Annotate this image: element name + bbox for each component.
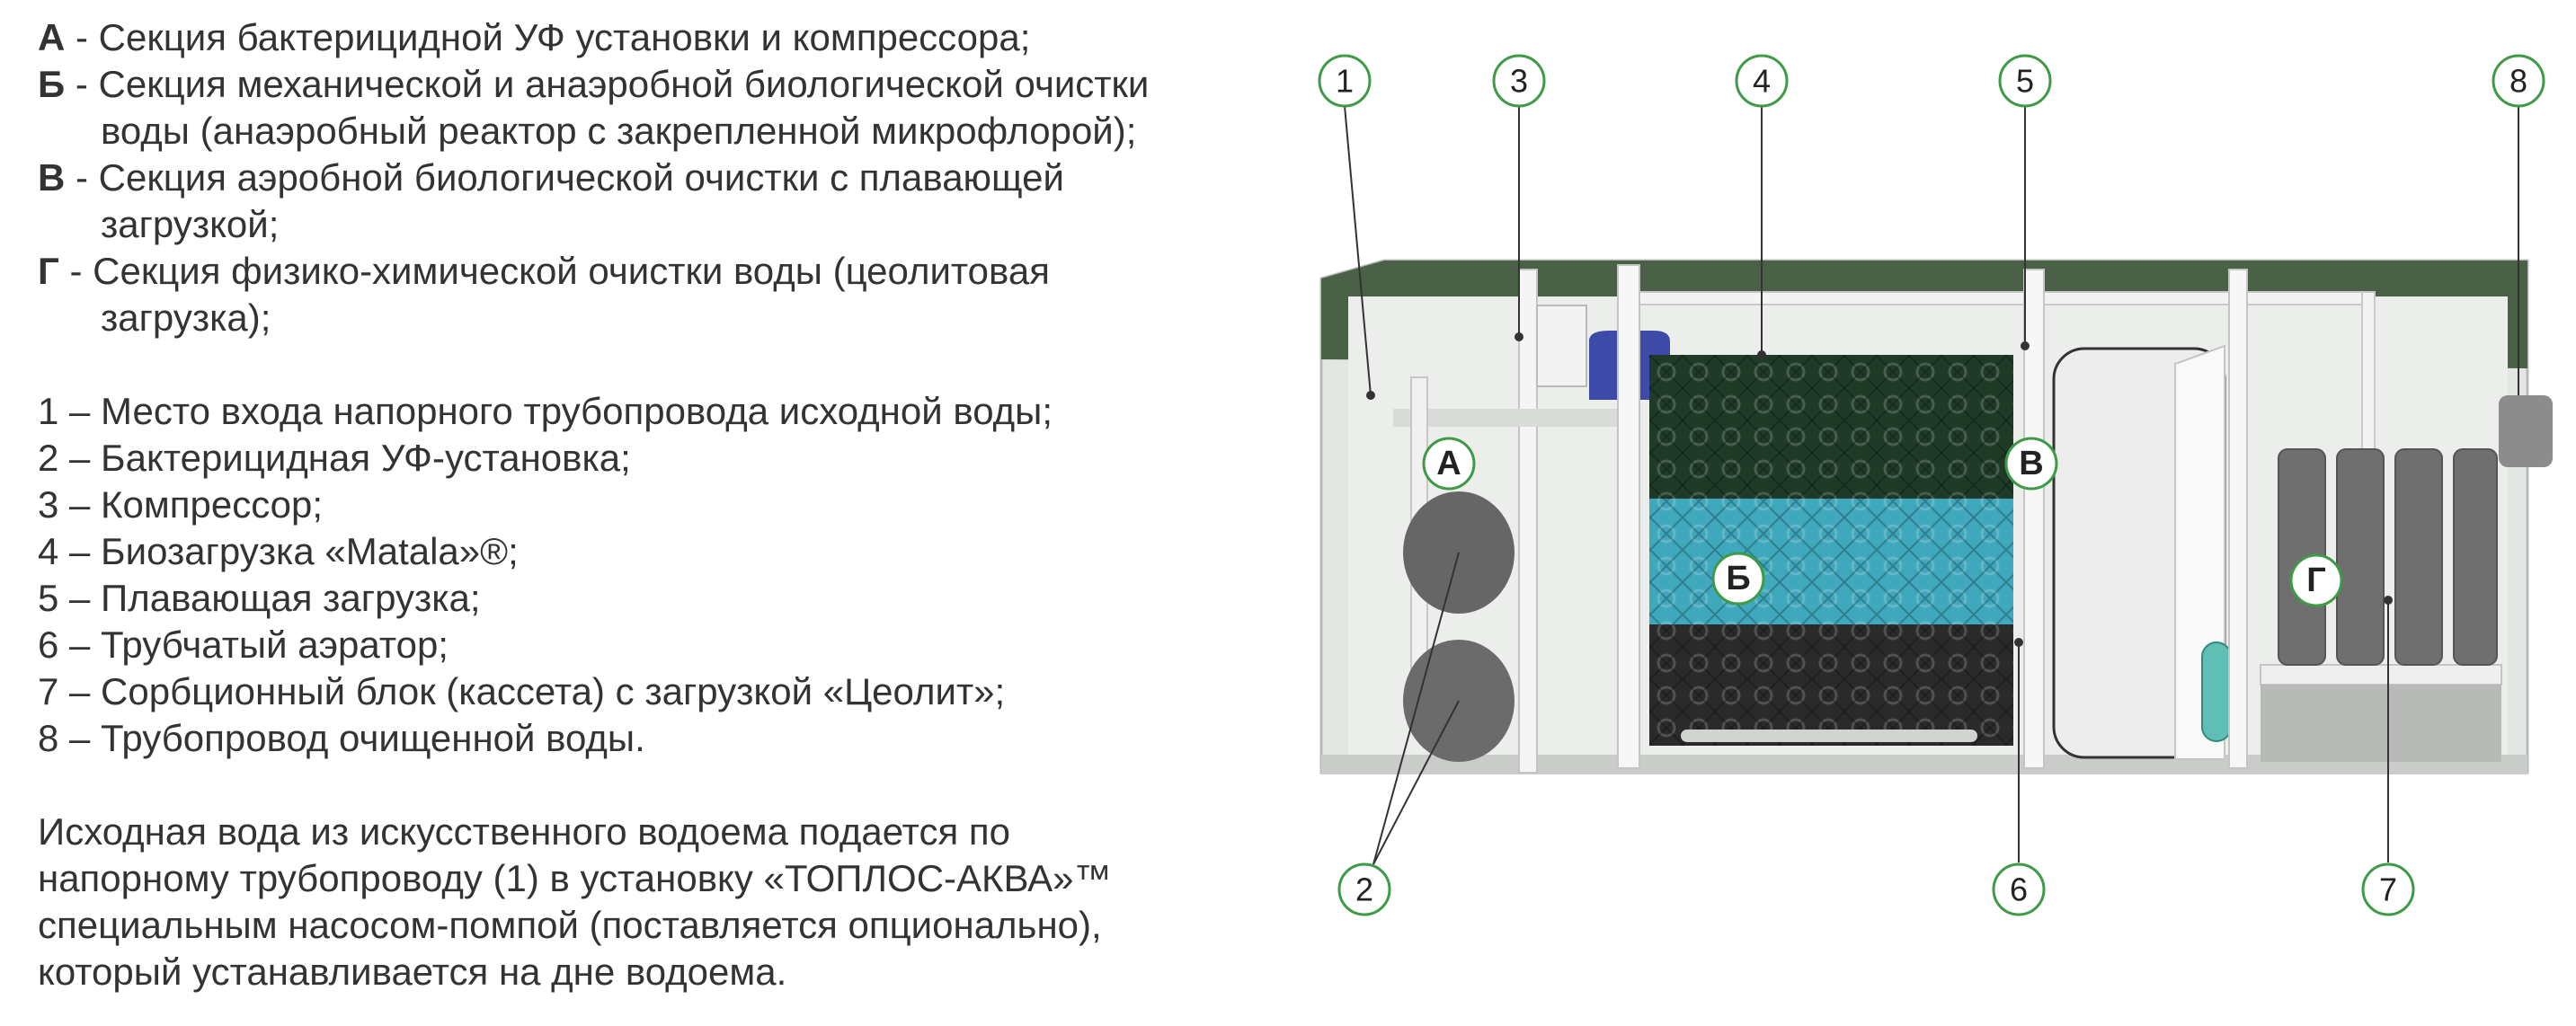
callout-circle (1318, 54, 1372, 108)
callout-number: 1 (1336, 63, 1354, 100)
section-g-text-cont: загрузка); (101, 296, 271, 339)
callout-circle (1998, 54, 2052, 108)
section-badge-a: А (1422, 437, 1476, 491)
callout-2: 2 (1337, 862, 1391, 916)
callout-6: 6 (1992, 862, 2046, 916)
description-line: который устанавливается на дне водоема. (38, 951, 787, 993)
section-badge-letter: Г (2306, 562, 2326, 599)
section-b-letter: Б (38, 63, 66, 105)
section-badge-g: Г (2289, 553, 2343, 607)
callout-number: 6 (2010, 871, 2028, 908)
section-g-line: Г - Секция физико-химической очистки вод… (38, 248, 1287, 295)
section-badge-v: В (2004, 437, 2058, 491)
section-badge-letter: В (2019, 445, 2043, 482)
legend-item: 4 – Биозагрузка «Matala»®; (38, 530, 519, 572)
section-badge-letter: Б (1726, 560, 1750, 597)
section-g-text: - Секция физико-химической очистки воды … (58, 250, 1050, 292)
callout-8: 8 (2492, 54, 2545, 108)
zeolite-cartridge (2394, 448, 2443, 666)
callout-number: 7 (2379, 871, 2397, 908)
callout-4: 4 (1735, 54, 1789, 108)
section-badges: А Б В Г (1422, 437, 2343, 607)
tube-aerator (2201, 641, 2232, 742)
section-badge-circle (2289, 553, 2343, 607)
leader-dot (2014, 638, 2023, 647)
section-b-line: Б - Секция механической и анаэробной био… (38, 61, 1287, 108)
top-pipe (1626, 291, 2374, 305)
legend-item: 3 – Компрессор; (38, 483, 324, 526)
zeolite-cartridge (2336, 448, 2385, 666)
legend-item: 8 – Трубопровод очищенной воды. (38, 717, 645, 759)
section-badge-circle (2004, 437, 2058, 491)
callout-circle (1492, 54, 1546, 108)
section-b-base-pipe (1681, 730, 1977, 742)
callout-5: 5 (1998, 54, 2052, 108)
callout-number: 8 (2509, 63, 2527, 100)
leader-dot (2021, 341, 2030, 350)
section-v-line: В - Секция аэробной биологической очистк… (38, 155, 1287, 201)
section-a-letter: А (38, 16, 66, 58)
uv-unit-box (1536, 305, 1587, 387)
leader-dot (2384, 596, 2393, 605)
legend-item: 2 – Бактерицидная УФ-установка; (38, 437, 631, 479)
zeolite-cartridges (2278, 448, 2498, 666)
section-v-text-cont: загрузкой; (101, 203, 280, 245)
section-a-shelf (1393, 409, 1636, 427)
section-badge-circle (1422, 437, 1476, 491)
callout-number: 4 (1753, 63, 1771, 100)
callout-leaders (1344, 105, 2519, 865)
description-line: напорному трубопроводу (1) в установку «… (38, 857, 1112, 899)
leader-2b (1372, 700, 1460, 865)
callouts: 1 3 4 5 8 2 6 7 (1318, 54, 2545, 916)
callout-circle (1337, 862, 1391, 916)
section-g-letter: Г (38, 250, 59, 292)
zeolite-cassette-base (2261, 685, 2501, 762)
zeolite-cassette-shelf (2260, 664, 2502, 685)
leader-dot (1366, 391, 1375, 400)
legend-item: 7 – Сорбционный блок (кассета) с загрузк… (38, 670, 1006, 712)
callout-circle (2361, 862, 2415, 916)
callout-number: 2 (1355, 871, 1373, 908)
description-line: специальным насосом-помпой (поставляется… (38, 904, 1102, 946)
matala-texture (1649, 355, 2013, 746)
section-v-letter: В (38, 156, 66, 199)
section-vg-partition (2228, 269, 2248, 769)
treatment-unit-diagram: 1 3 4 5 8 2 6 7 (1318, 54, 2553, 916)
leader-dot (1515, 332, 1523, 341)
section-badge-letter: А (1436, 445, 1461, 482)
callout-number: 5 (2016, 63, 2034, 100)
legend-spacer (38, 341, 1287, 388)
description-line: Исходная вода из искусственного водоема … (38, 810, 1010, 853)
callout-circle (2492, 54, 2545, 108)
callout-circle (1735, 54, 1789, 108)
section-a-text: - Секция бактерицидной УФ установки и ко… (65, 16, 1031, 58)
section-v-text: - Секция аэробной биологической очистки … (65, 156, 1064, 199)
zeolite-cartridge (2453, 448, 2498, 666)
section-badge-circle (1711, 552, 1765, 606)
section-b-text: - Секция механической и анаэробной биоло… (65, 63, 1150, 105)
callout-7: 7 (2361, 862, 2415, 916)
callout-circle (1992, 862, 2046, 916)
section-b-partition (1617, 264, 1640, 769)
leader-anchor-dots (1366, 332, 2393, 647)
legend-spacer (38, 762, 1287, 809)
callout-3: 3 (1492, 54, 1546, 108)
callout-1: 1 (1318, 54, 1372, 108)
leader-1 (1344, 105, 1372, 396)
section-badge-b: Б (1711, 552, 1765, 606)
legend-item: 5 – Плавающая загрузка; (38, 577, 481, 619)
section-a-line: А - Секция бактерицидной УФ установки и … (38, 14, 1287, 61)
leader-2a (1372, 552, 1460, 865)
section-bv-partition (2023, 269, 2045, 769)
legend: А - Секция бактерицидной УФ установки и … (38, 14, 1287, 995)
section-b-text-cont: воды (анаэробный реактор с закрепленной … (101, 110, 1137, 152)
legend-item: 6 – Трубчатый аэратор; (38, 624, 449, 666)
legend-item: 1 – Место входа напорного трубопровода и… (38, 390, 1053, 432)
callout-number: 3 (1510, 63, 1528, 100)
section-a-partition (1518, 269, 1538, 774)
outlet-pipe (2499, 395, 2553, 467)
leader-dot (1757, 350, 1766, 359)
